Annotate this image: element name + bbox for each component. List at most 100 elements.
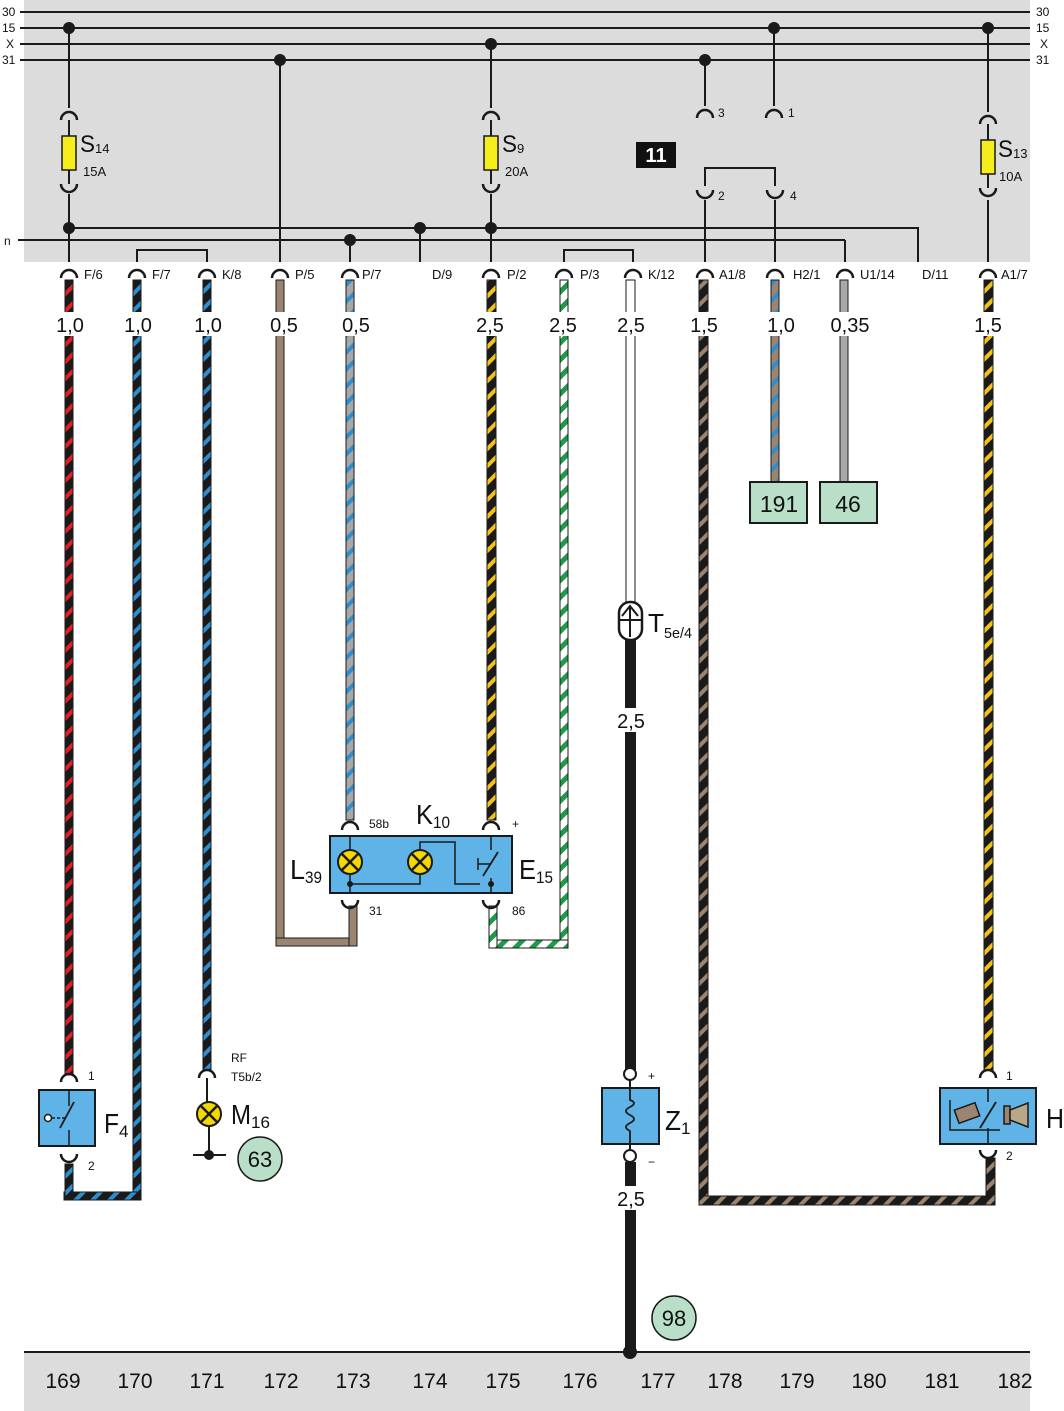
wire-182-black-yellow bbox=[983, 279, 994, 1071]
column-181: 181 bbox=[924, 1370, 959, 1393]
wire-size-labels: 1,0 1,0 1,0 0,5 0,5 2,5 2,5 2,5 1,5 1,0 … bbox=[52, 312, 1006, 337]
wire-size-169: 1,0 bbox=[56, 315, 84, 337]
connector-u1-14: U1/14 bbox=[860, 267, 895, 282]
fuse-s13-name: S bbox=[998, 136, 1013, 163]
column-177: 177 bbox=[640, 1370, 675, 1393]
wire-e15-86-white-green bbox=[488, 905, 498, 949]
column-180: 180 bbox=[851, 1370, 886, 1393]
h-name: H bbox=[1046, 1103, 1064, 1134]
k10-pin-58b: 58b bbox=[369, 817, 389, 831]
control-panel-background bbox=[24, 0, 1030, 262]
lamp-m16: M 16 RF T5b/2 bbox=[193, 1051, 270, 1160]
fuse-s14-number: 14 bbox=[95, 141, 109, 156]
connector-p2: P/2 bbox=[507, 267, 527, 282]
column-175: 175 bbox=[485, 1370, 520, 1393]
wire-170-black-blue bbox=[132, 279, 142, 1201]
wire-size-179: 1,0 bbox=[767, 315, 795, 337]
rail-label-30-right: 30 bbox=[1036, 5, 1050, 19]
e15-name: E bbox=[519, 854, 536, 885]
connector-f6: F/6 bbox=[84, 267, 103, 282]
f4-pin-1: 1 bbox=[88, 1069, 95, 1083]
switch-f4: F 4 1 2 bbox=[38, 1069, 128, 1173]
connector-h2-1: H2/1 bbox=[793, 267, 820, 282]
f4-number: 4 bbox=[119, 1122, 128, 1141]
rail-labels-right: 30 15 X 31 bbox=[1036, 5, 1050, 67]
wire-176-white-green-bottom bbox=[488, 939, 569, 949]
wire-k10-31-brown bbox=[348, 905, 358, 947]
f4-name: F bbox=[104, 1108, 119, 1139]
z1-number: 1 bbox=[681, 1119, 690, 1138]
k10-pin-31: 31 bbox=[369, 904, 383, 918]
connector-sockets bbox=[59, 268, 998, 279]
reference-circle-63: 63 bbox=[237, 1136, 283, 1182]
column-172: 172 bbox=[263, 1370, 298, 1393]
wire-172-brown-bottom bbox=[275, 937, 358, 947]
rail-label-31-right: 31 bbox=[1036, 53, 1050, 67]
wire-173-grey-blue bbox=[345, 279, 355, 821]
rail-label-n: n bbox=[4, 234, 11, 248]
z1-pin-plus: + bbox=[648, 1069, 655, 1083]
reference-box-46: 46 bbox=[819, 481, 878, 524]
footer-band bbox=[24, 1352, 1030, 1411]
wire-size-180: 0,35 bbox=[831, 315, 870, 337]
rail-label-x-right: X bbox=[1040, 37, 1048, 51]
horn-h: H 1 2 bbox=[939, 1068, 1064, 1163]
wire-180-grey bbox=[839, 279, 849, 483]
wire-178-black-brown bbox=[698, 279, 709, 1206]
connector-p3: P/3 bbox=[580, 267, 600, 282]
wire-176-white-green bbox=[559, 279, 569, 949]
reference-46-label: 46 bbox=[835, 491, 861, 517]
relay-module-k10: K 10 L 39 E 15 58b 31 + 86 bbox=[290, 799, 553, 918]
connector-d11: D/11 bbox=[922, 267, 949, 282]
m16-number: 16 bbox=[251, 1113, 270, 1132]
m16-pin-t5b: T5b/2 bbox=[231, 1070, 262, 1084]
connector-a1-7: A1/7 bbox=[1001, 267, 1028, 282]
wire-size-178: 1,5 bbox=[690, 315, 718, 337]
fuse-s9-number: 9 bbox=[517, 141, 524, 156]
wire-size-175: 2,5 bbox=[476, 315, 504, 337]
rail-label-31: 31 bbox=[2, 53, 16, 67]
wire-size-171: 1,0 bbox=[194, 315, 222, 337]
reference-63-label: 63 bbox=[248, 1147, 272, 1172]
reference-circle-98: 98 bbox=[651, 1295, 697, 1341]
column-173: 173 bbox=[335, 1370, 370, 1393]
connector-p5: P/5 bbox=[295, 267, 315, 282]
connector-t5e-name: T bbox=[648, 608, 664, 638]
relay-pin-2: 2 bbox=[718, 189, 725, 203]
wire-171-black-blue bbox=[202, 279, 212, 1071]
k10-number: 10 bbox=[433, 813, 450, 832]
connector-p7: P/7 bbox=[362, 267, 382, 282]
connector-t5e-number: 5e/4 bbox=[664, 625, 692, 642]
wire-size-170: 1,0 bbox=[124, 315, 152, 337]
relay-socket-pins bbox=[695, 108, 785, 200]
column-169: 169 bbox=[45, 1370, 80, 1393]
wire-size-177: 2,5 bbox=[617, 315, 645, 337]
wire-size-z1-lower: 2,5 bbox=[617, 1189, 645, 1211]
lamp-k10 bbox=[407, 849, 433, 875]
column-178: 178 bbox=[707, 1370, 742, 1393]
wire-178-black-brown-bottom bbox=[698, 1195, 996, 1206]
rail-label-30: 30 bbox=[2, 5, 16, 19]
column-171: 171 bbox=[189, 1370, 224, 1393]
connector-d9: D/9 bbox=[432, 267, 452, 282]
rail-label-15-right: 15 bbox=[1036, 21, 1050, 35]
z1-pin-minus: − bbox=[648, 1155, 655, 1169]
wire-172-brown bbox=[275, 279, 285, 947]
wire-size-176: 2,5 bbox=[549, 315, 577, 337]
m16-name: M bbox=[231, 1099, 251, 1130]
wire-size-172: 0,5 bbox=[270, 315, 298, 337]
column-176: 176 bbox=[562, 1370, 597, 1393]
column-182: 182 bbox=[997, 1370, 1032, 1393]
fuse-s13-number: 13 bbox=[1013, 146, 1027, 161]
connector-k8: K/8 bbox=[222, 267, 242, 282]
wire-177-black-lower bbox=[625, 1162, 636, 1352]
power-rails bbox=[20, 11, 1030, 61]
wire-size-182: 1,5 bbox=[974, 315, 1002, 337]
column-numbers: 169 170 171 172 173 174 175 176 177 178 … bbox=[45, 1370, 1032, 1393]
wire-169-black-red bbox=[64, 279, 74, 1076]
k10-name: K bbox=[416, 799, 433, 830]
fuse-s14-name: S bbox=[80, 131, 95, 158]
h-pin-1: 1 bbox=[1006, 1069, 1013, 1083]
